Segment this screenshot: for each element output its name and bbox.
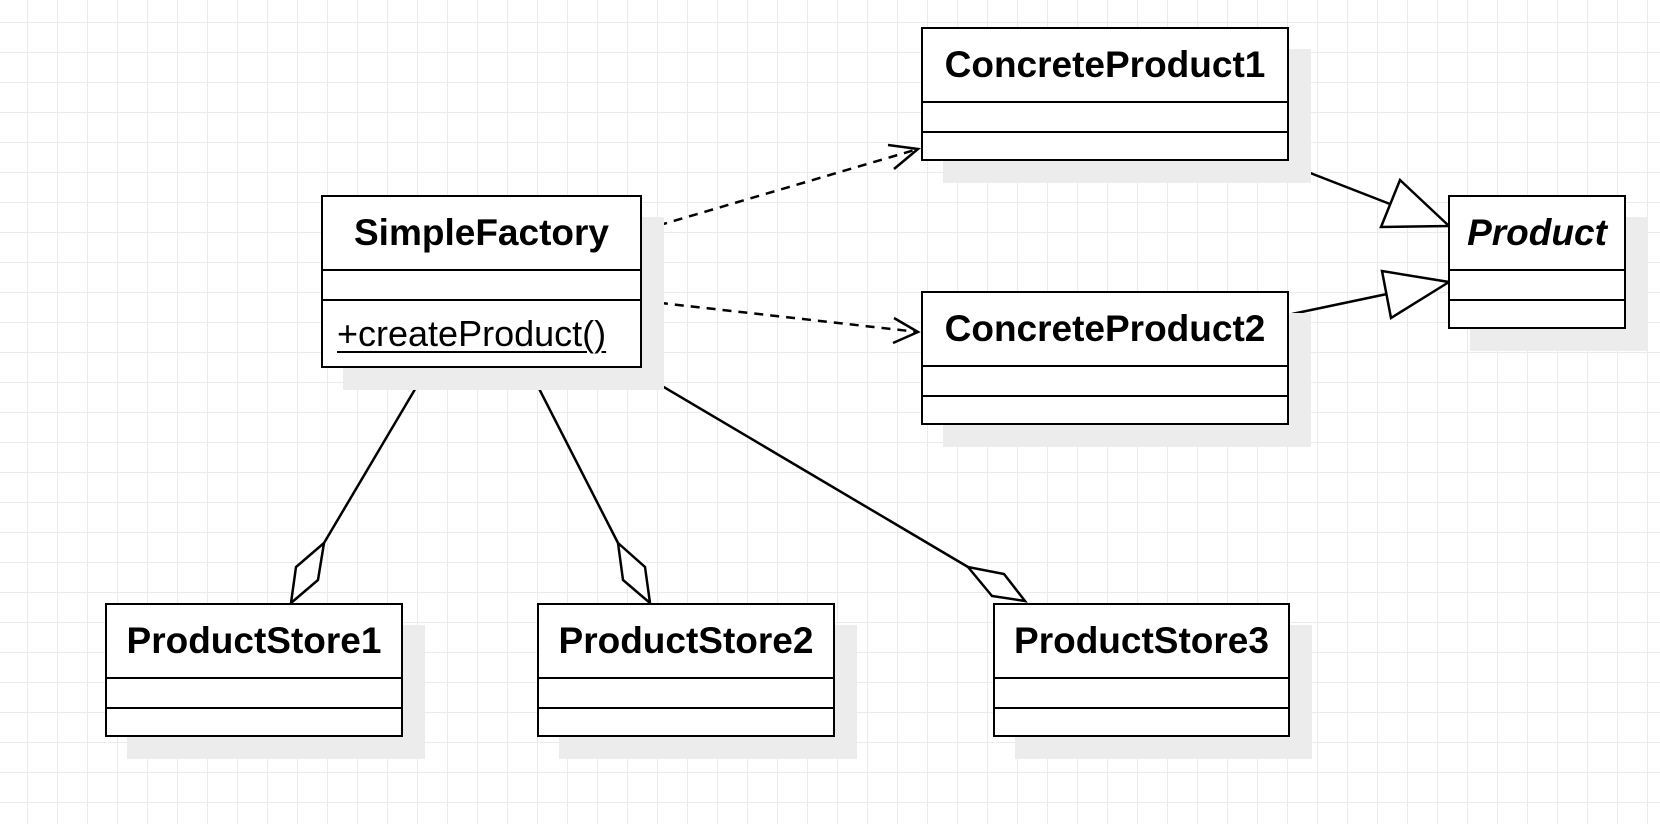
class-name: ConcreteProduct2: [923, 293, 1287, 367]
aggregation-store2-factory: [527, 368, 652, 607]
class-name: Product: [1450, 197, 1624, 271]
methods-compartment: [923, 133, 1287, 159]
attributes-compartment: [923, 367, 1287, 397]
class-name: ProductStore1: [107, 605, 401, 679]
generalization-product1-to-product: [1281, 160, 1453, 229]
class-name: SimpleFactory: [323, 197, 640, 271]
methods-compartment: +createProduct(): [323, 301, 640, 366]
aggregation-store3-factory: [634, 368, 1028, 603]
class-concrete-product1[interactable]: ConcreteProduct1: [921, 27, 1289, 161]
methods-compartment: [1450, 301, 1624, 327]
methods-compartment: [995, 709, 1288, 735]
aggregation-store1-factory: [289, 368, 429, 607]
attributes-compartment: [107, 679, 401, 709]
class-product-store2[interactable]: ProductStore2: [537, 603, 835, 737]
dependency-factory-to-product1: [642, 143, 921, 232]
class-simple-factory[interactable]: SimpleFactory +createProduct(): [321, 195, 642, 368]
class-name: ProductStore2: [539, 605, 833, 679]
class-name: ProductStore3: [995, 605, 1288, 679]
class-name: ConcreteProduct1: [923, 29, 1287, 103]
attributes-compartment: [923, 103, 1287, 133]
class-product[interactable]: Product: [1448, 195, 1626, 329]
class-product-store3[interactable]: ProductStore3: [993, 603, 1290, 737]
attributes-compartment: [1450, 271, 1624, 301]
method-create-product: +createProduct(): [337, 312, 607, 354]
dependency-factory-to-product2: [642, 299, 921, 345]
methods-compartment: [539, 709, 833, 735]
attributes-compartment: [995, 679, 1288, 709]
methods-compartment: [923, 397, 1287, 423]
attributes-compartment: [323, 271, 640, 301]
methods-compartment: [107, 709, 401, 735]
generalization-product2-to-product: [1291, 269, 1453, 321]
attributes-compartment: [539, 679, 833, 709]
class-product-store1[interactable]: ProductStore1: [105, 603, 403, 737]
class-concrete-product2[interactable]: ConcreteProduct2: [921, 291, 1289, 425]
